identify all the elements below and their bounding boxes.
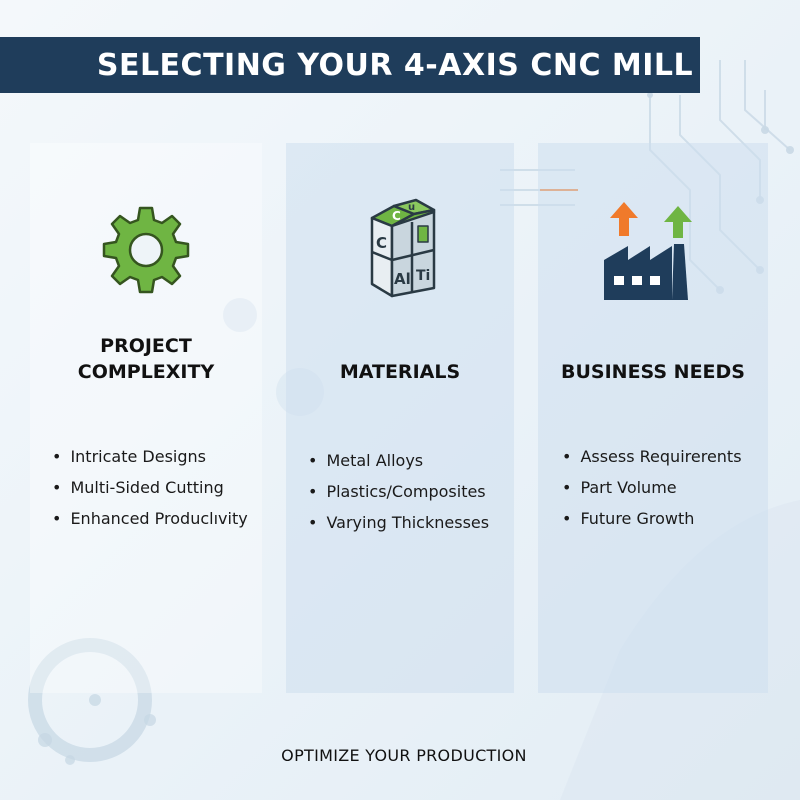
list-item: Future Growth xyxy=(562,503,742,534)
cube-label: Al xyxy=(394,270,411,288)
footer-tagline: OPTIMIZE YOUR PRODUCTION xyxy=(281,746,527,765)
list-item: Part Volume xyxy=(562,472,742,503)
column-project-complexity: PROJECT COMPLEXITY Intricate Designs Mul… xyxy=(30,143,262,693)
list-item: Varying Thicknesses xyxy=(308,507,489,538)
column-heading: PROJECT COMPLEXITY xyxy=(77,335,215,383)
bullet-list: Intricate Designs Multi-Sided Cutting En… xyxy=(52,441,248,534)
column-heading: BUSINESS NEEDS xyxy=(561,361,745,383)
cube-label: C xyxy=(376,234,387,252)
cube-label: Ti xyxy=(416,268,430,284)
page-title: SELECTING YOUR 4-AXIS CNC MILL xyxy=(96,47,694,83)
list-item: Intricate Designs xyxy=(52,441,248,472)
list-item: Plastics/Composites xyxy=(308,476,489,507)
list-item: Enhanced Produclıvity xyxy=(52,503,247,534)
column-heading: MATERIALS xyxy=(339,361,461,383)
column-materials: C u C Al Ti MATERIALS Metal Alloys Plast… xyxy=(286,143,514,693)
list-item: Multi-Sided Cutting xyxy=(52,472,248,503)
factory-growth-icon xyxy=(538,198,768,308)
list-item: Metal Alloys xyxy=(308,445,489,476)
bullet-list: Metal Alloys Plastics/Composites Varying… xyxy=(308,445,489,538)
cube-label: u xyxy=(408,202,415,213)
cube-label: C xyxy=(392,209,401,223)
list-item: Assess Requirerents xyxy=(562,441,741,472)
gear-icon xyxy=(30,198,262,308)
bullet-list: Assess Requirerents Part Volume Future G… xyxy=(562,441,742,534)
title-banner: SELECTING YOUR 4-AXIS CNC MILL xyxy=(0,37,700,93)
column-business-needs: BUSINESS NEEDS Assess Requirerents Part … xyxy=(538,143,768,693)
material-cube-icon: C u C Al Ti xyxy=(286,198,514,308)
